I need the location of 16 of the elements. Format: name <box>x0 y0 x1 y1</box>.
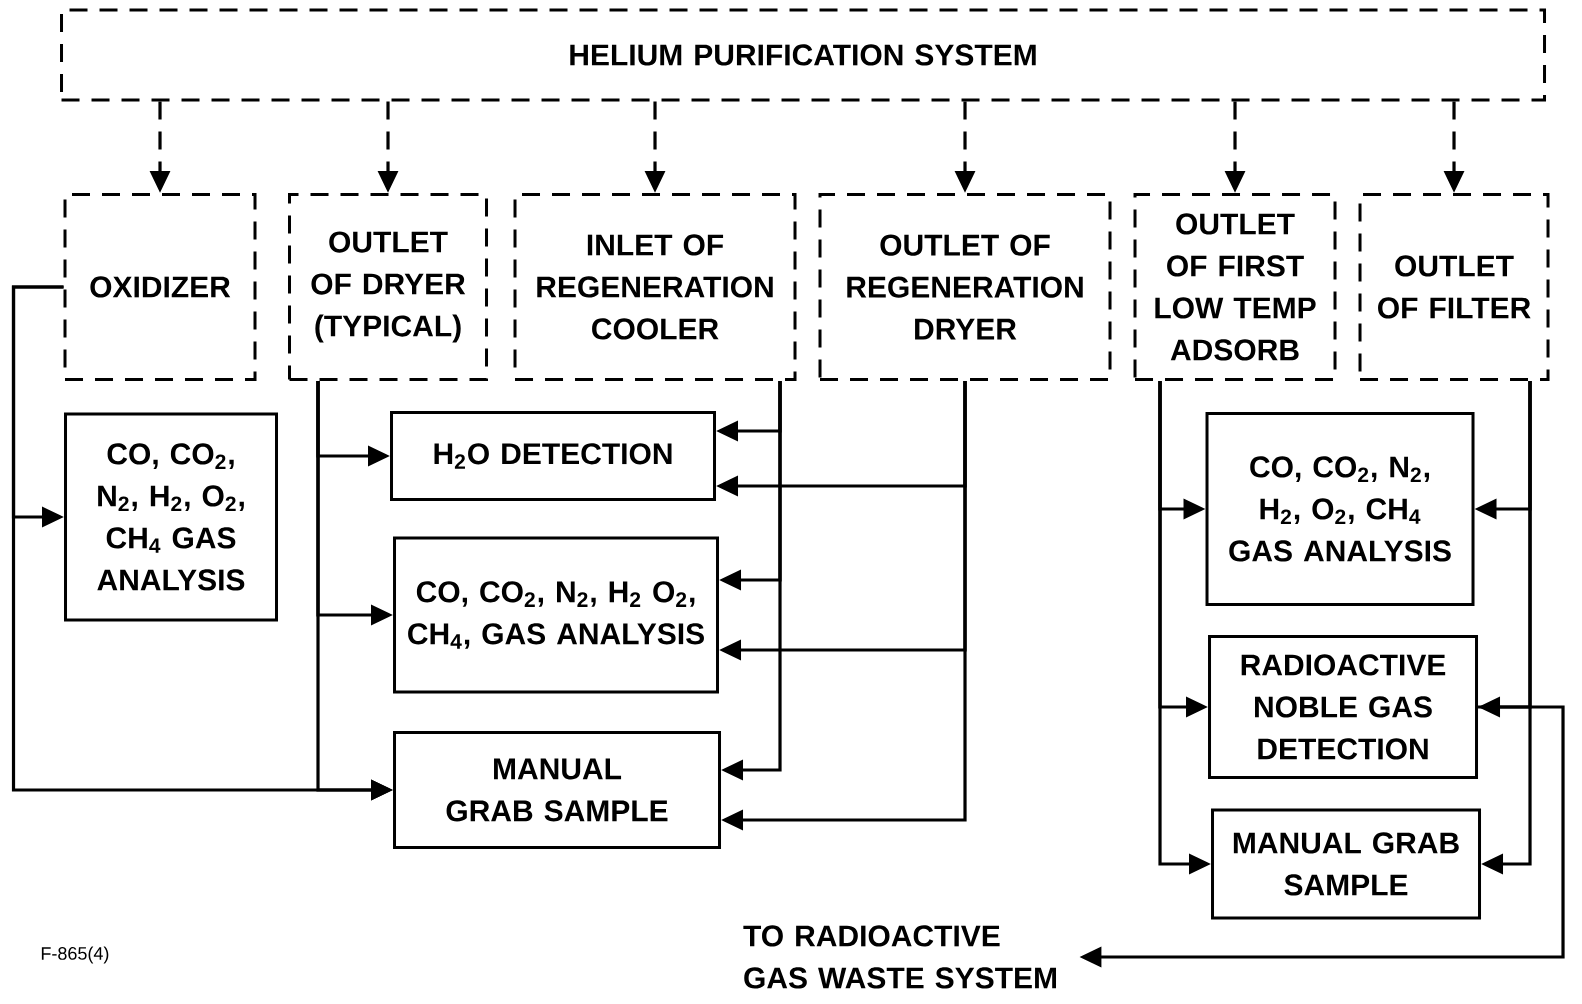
destination-text: TO RADIOACTIVE GAS WASTE SYSTEM <box>743 925 1056 989</box>
analyzer-box: MANUAL GRAB SAMPLE <box>1211 808 1481 920</box>
sampling-point-box: INLET OF REGENERATION COOLER <box>513 193 797 381</box>
analyzer-box: H$_{2}$O DETECTION <box>390 411 716 501</box>
analyzer-box: MANUAL GRAB SAMPLE <box>393 731 721 849</box>
analyzer-box: RADIOACTIVE NOBLE GAS DETECTION <box>1208 635 1478 779</box>
analyzer-box: CO, CO$_{2}$, N$_{2}$, H$_{2}$, O$_{2}$, CH$_{4}$ GAS ANALYSIS <box>64 412 278 622</box>
figure-number: F-865(4) <box>41 946 109 964</box>
sampling-point-box: OUTLET OF FIRST LOW TEMP ADSORB <box>1133 193 1337 381</box>
sampling-point-box: OUTLET OF REGENERATION DRYER <box>818 193 1112 381</box>
analyzer-box: CO, CO$_{2}$, N$_{2}$, H$_{2}$, O$_{2}$, CH$_{4}$ GAS ANALYSIS <box>1205 412 1475 606</box>
sampling-point-box: OXIDIZER <box>63 193 257 381</box>
sampling-point-box: OUTLET OF DRYER (TYPICAL) <box>288 193 488 381</box>
sampling-point-box: OUTLET OF FILTER <box>1358 193 1550 381</box>
system-box: HELIUM PURIFICATION SYSTEM <box>60 8 1546 102</box>
analyzer-box: CO, CO$_{2}$, N$_{2}$, H$_{2}$ O$_{2}$, CH$_{4}$, GAS ANALYSIS <box>393 536 719 694</box>
